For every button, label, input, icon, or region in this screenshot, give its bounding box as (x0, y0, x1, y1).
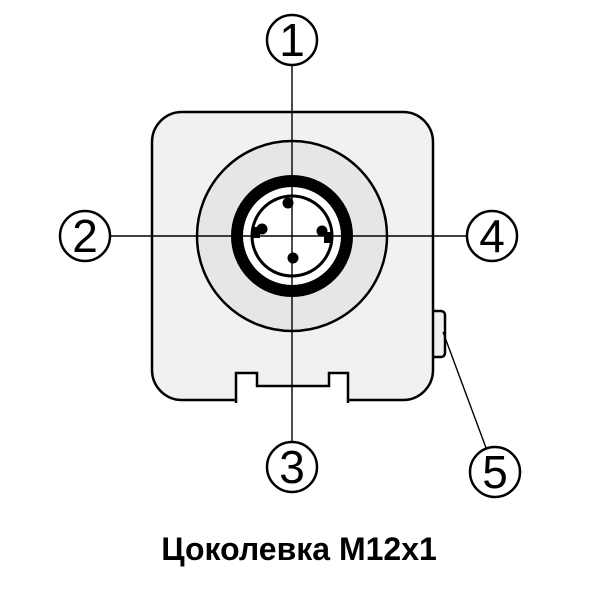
callout-circle-2 (58, 209, 112, 263)
callout-label-3: 3 (279, 441, 305, 493)
callout-label-1: 1 (279, 14, 305, 66)
diagram-caption: Цоколевка M12x1 (161, 531, 437, 567)
callout-circle-5 (468, 445, 522, 499)
insert-keyway-left (252, 227, 260, 238)
callout-circle-1 (265, 13, 319, 67)
callout-label-4: 4 (479, 210, 505, 262)
callout-circle-4 (465, 209, 519, 263)
callout-circle-3 (265, 440, 319, 494)
pin-3-contact (287, 252, 299, 264)
pin-4-contact (316, 225, 328, 237)
pin-2-contact (256, 223, 268, 235)
insert-keyway-right (324, 232, 332, 243)
callout-label-2: 2 (72, 210, 98, 262)
callout-label-5: 5 (482, 446, 508, 498)
pin-1-contact (282, 197, 294, 209)
